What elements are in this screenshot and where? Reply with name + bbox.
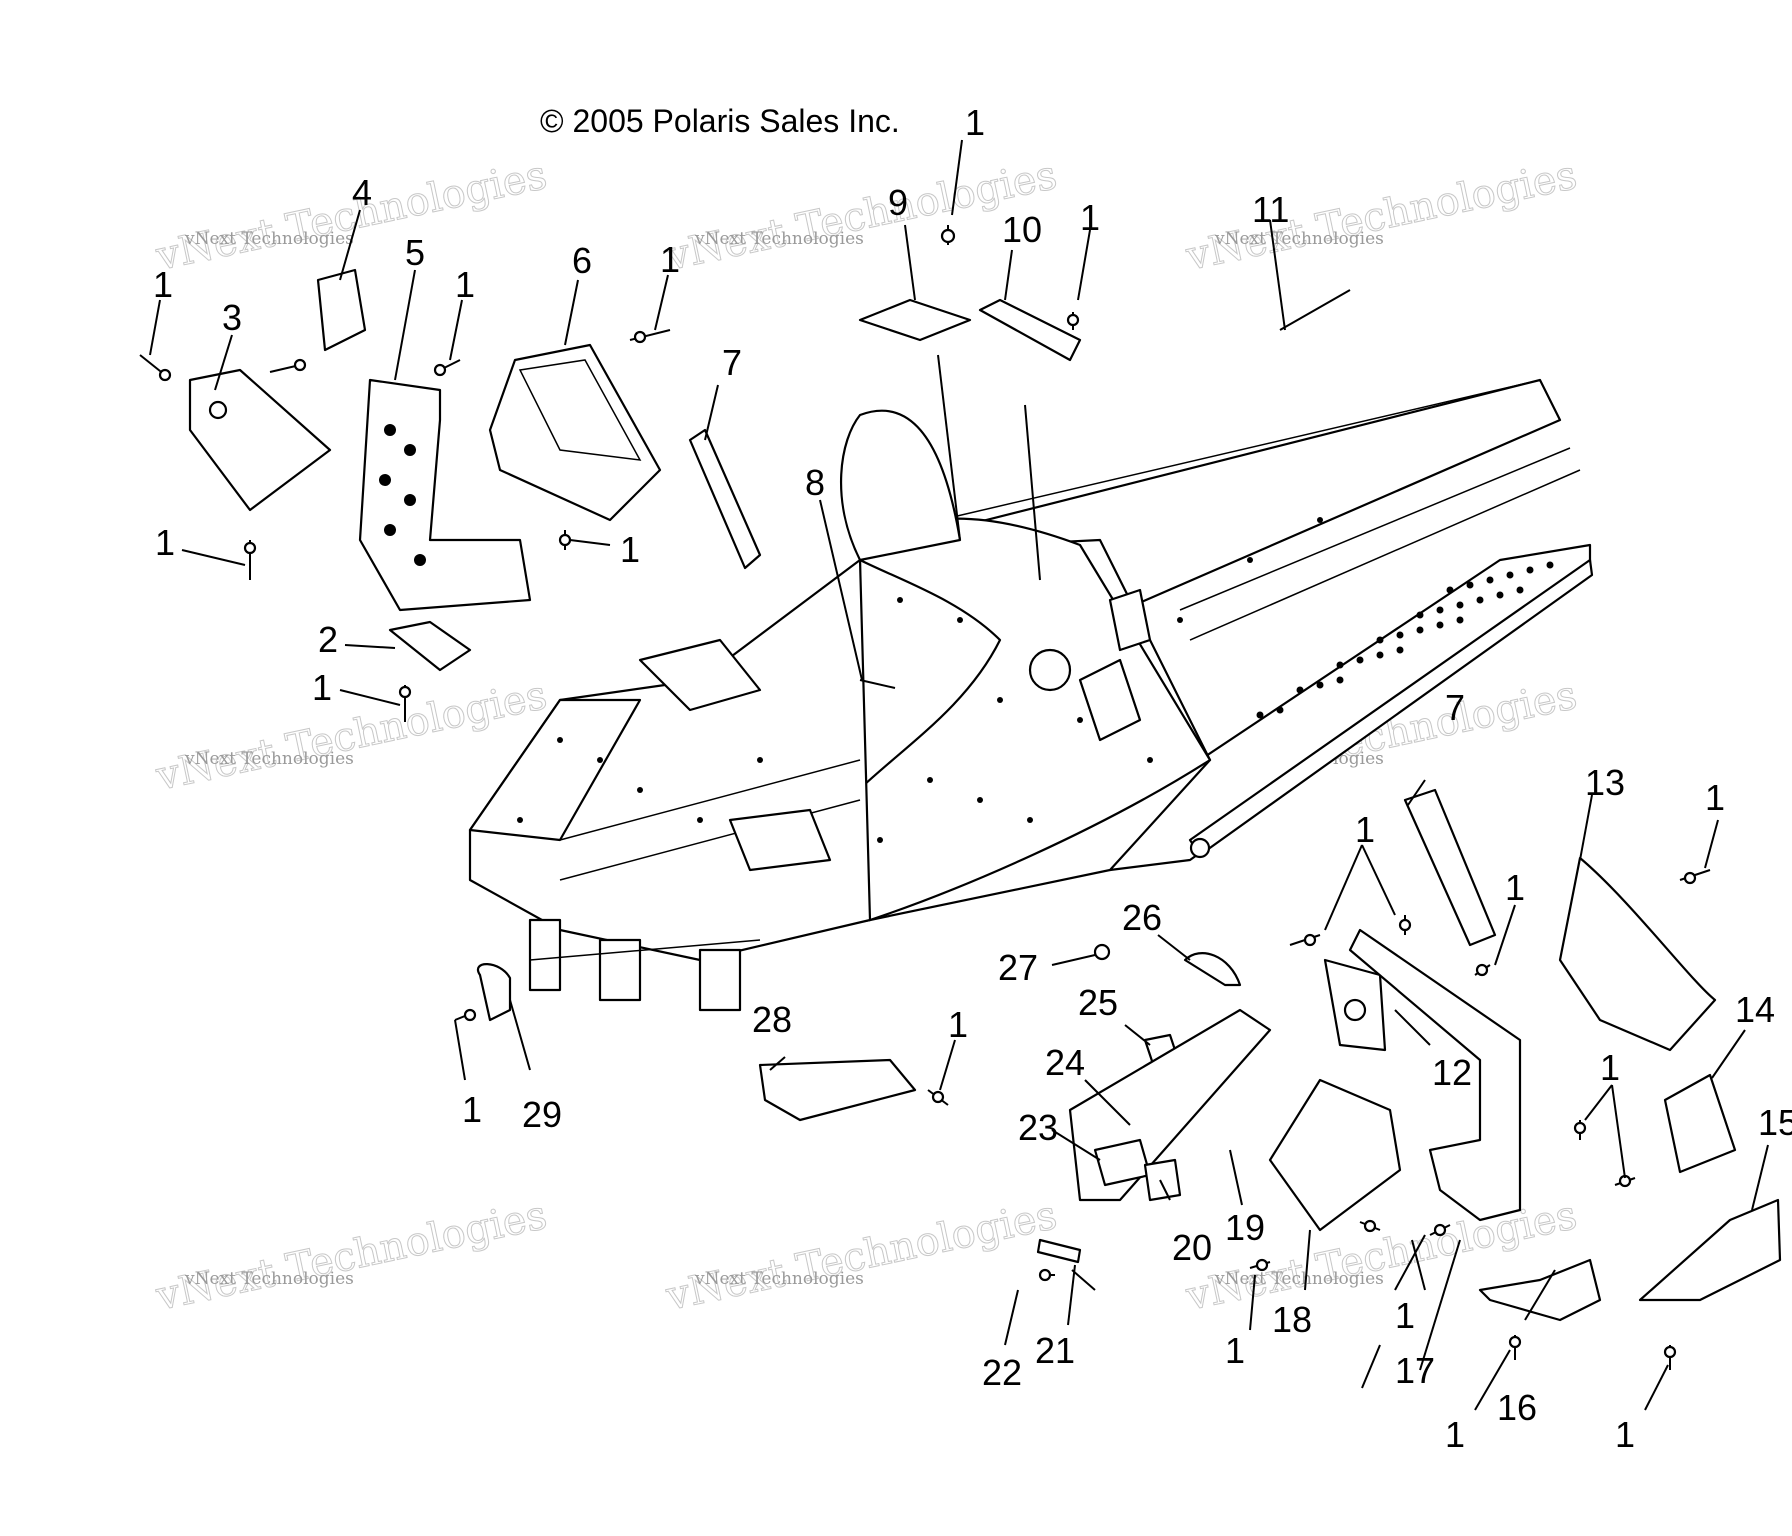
callout-6: 6 [572,240,592,281]
callout-8: 8 [805,462,825,503]
part-26 [1183,952,1242,987]
callout-10: 10 [1002,209,1042,250]
part-14 [1663,1073,1737,1174]
watermark-small: vNext Technologies [694,1269,864,1289]
callout-7: 7 [1445,687,1465,728]
callout-1: 1 [660,239,680,280]
callout-9: 9 [888,182,908,223]
part-18 [1268,1078,1402,1232]
watermark-text: vNext Technologies [662,1192,1061,1320]
callout-1: 1 [155,522,175,563]
watermark-text: vNext Technologies [152,672,551,800]
callout-22: 22 [982,1352,1022,1393]
callout-2: 2 [318,619,338,660]
part-6 [488,343,662,522]
callout-15: 15 [1758,1102,1792,1143]
callout-16: 16 [1497,1387,1537,1428]
callout-19: 19 [1225,1207,1265,1248]
watermark-small: vNext Technologies [184,1269,354,1289]
watermark-small: vNext Technologies [184,229,354,249]
part-2 [388,620,472,672]
chassis-tunnel [468,378,1594,1012]
part-20 [1143,1158,1182,1202]
part-7-top [688,428,762,570]
part-28 [758,1058,917,1122]
callout-1: 1 [462,1089,482,1130]
callout-18: 18 [1272,1299,1312,1340]
callout-26: 26 [1122,897,1162,938]
part-15 [1638,1198,1782,1302]
watermark-small: vNext Technologies [694,229,864,249]
watermark-small: vNext Technologies [1214,229,1384,249]
callout-29: 29 [522,1094,562,1135]
callout-4: 4 [352,172,372,213]
part-9 [858,298,972,342]
watermark-small: vNext Technologies [184,749,354,769]
callout-7: 7 [722,342,742,383]
callout-20: 20 [1172,1227,1212,1268]
part-4 [316,268,367,352]
callout-1: 1 [455,264,475,305]
callout-labels: 1 1 1 1 1 1 1 1 1 1 1 1 1 1 1 1 1 1 2 3 … [153,102,1792,1455]
part-5 [358,378,532,612]
callout-14: 14 [1735,989,1775,1030]
callout-1: 1 [1355,809,1375,850]
callout-21: 21 [1035,1330,1075,1371]
exploded-parts [188,268,1782,1322]
copyright-text: © 2005 Polaris Sales Inc. [540,103,900,139]
callout-1: 1 [965,102,985,143]
leader-lines [149,139,1769,1411]
callout-1: 1 [948,1004,968,1045]
callout-1: 1 [153,264,173,305]
callout-24: 24 [1045,1042,1085,1083]
part-5-holes [379,424,426,566]
callout-13: 13 [1585,762,1625,803]
callout-28: 28 [752,999,792,1040]
callout-1: 1 [1615,1414,1635,1455]
watermark-text: vNext Technologies [152,1192,551,1320]
watermark-text: vNext Technologies [662,152,1061,280]
callout-1: 1 [620,529,640,570]
watermark-small: vNext Technologies [1214,1269,1384,1289]
part-7-bottom [1403,788,1497,947]
part-13 [1558,856,1717,1052]
part-29 [476,963,512,1022]
callout-1: 1 [1445,1414,1465,1455]
callout-5: 5 [405,232,425,273]
watermark-text: vNext Technologies [1182,152,1581,280]
callout-1: 1 [1705,777,1725,818]
callout-23: 23 [1018,1107,1058,1148]
part-3 [188,368,332,512]
callout-1: 1 [1600,1047,1620,1088]
callout-3: 3 [222,297,242,338]
part-10 [978,298,1082,362]
running-board-holes [1256,561,1554,719]
callout-17: 17 [1395,1350,1435,1391]
part-17 [1348,928,1522,1222]
callout-11: 11 [1252,189,1289,230]
callout-25: 25 [1078,982,1118,1023]
callout-12: 12 [1432,1052,1472,1093]
callout-1: 1 [1395,1295,1415,1336]
callout-1: 1 [1080,197,1100,238]
part-21 [1036,1238,1082,1264]
callout-27: 27 [998,947,1038,988]
callout-1: 1 [1225,1330,1245,1371]
callout-1: 1 [312,667,332,708]
callout-1: 1 [1505,867,1525,908]
part-16 [1478,1258,1602,1322]
part-27 [1093,943,1111,961]
